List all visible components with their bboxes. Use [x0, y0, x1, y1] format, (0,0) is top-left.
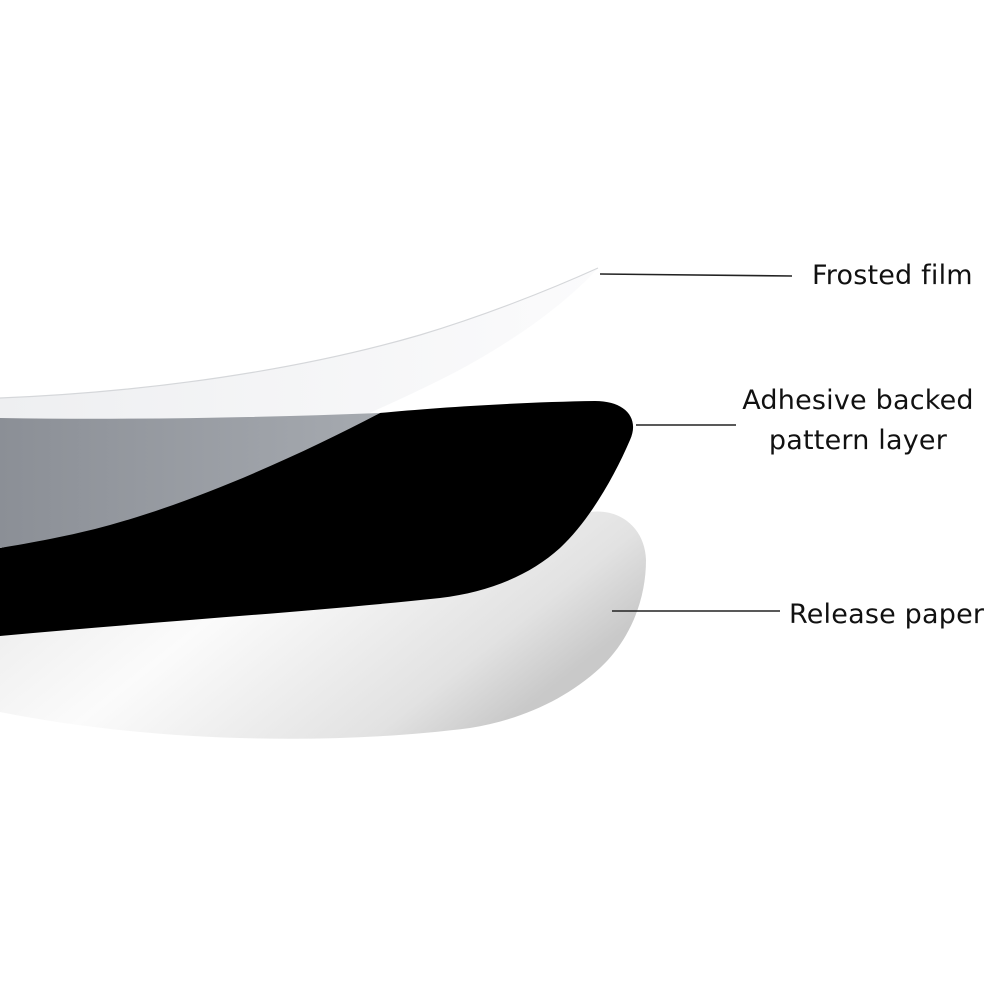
- frosted-film-edge: [0, 267, 599, 399]
- frosted-film-leader-line: [599, 273, 793, 277]
- frosted-film-label: Frosted film: [812, 260, 973, 291]
- pattern-layer-label-line-2: pattern layer: [768, 425, 948, 456]
- frosted-film-layer: [0, 267, 599, 548]
- release-paper-layer: [0, 511, 646, 739]
- pattern-layer-sheet: [0, 401, 634, 636]
- pattern-layer-label: Adhesive backed pattern layer: [740, 381, 976, 461]
- pattern-layer-label-line-1: Adhesive backed: [742, 385, 974, 416]
- pattern-layer: [0, 401, 634, 636]
- release-paper-sheet: [0, 511, 646, 739]
- frosted-film-shaded-area: [0, 413, 380, 548]
- release-paper-label: Release paper: [789, 599, 985, 630]
